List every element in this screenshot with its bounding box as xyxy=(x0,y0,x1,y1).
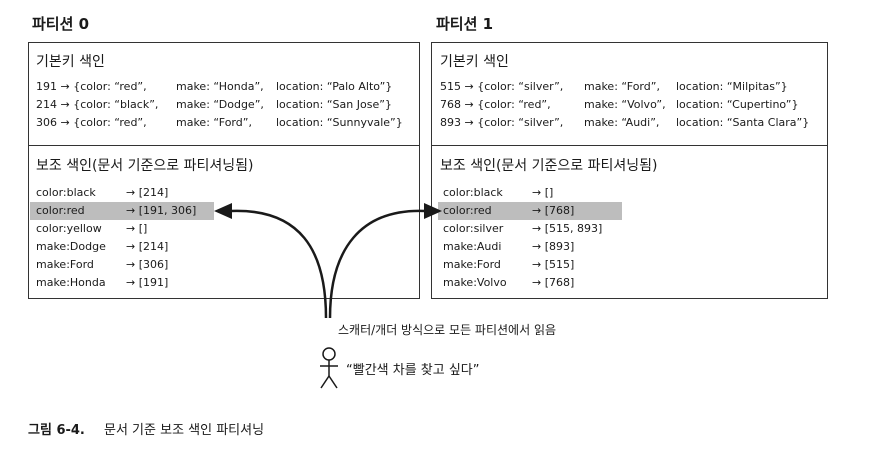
p0-highlight-color-red xyxy=(30,202,214,220)
p0-secondary-term-0: color:black xyxy=(36,186,96,199)
p0-secondary-term-3: make:Dodge xyxy=(36,240,106,253)
p1-secondary-term-1: color:red xyxy=(443,204,492,217)
p0-secondary-term-5: make:Honda xyxy=(36,276,106,289)
p1-secondary-term-4: make:Ford xyxy=(443,258,501,271)
figure-caption-text: 문서 기준 보조 색인 파티셔닝 xyxy=(104,423,265,438)
p0-secondary-term-1: color:red xyxy=(36,204,85,217)
p1-secondary-postings-3: → [893] xyxy=(532,240,575,253)
p1-primary-make-2: make: “Audi”, xyxy=(584,116,660,129)
p0-primary-make-1: make: “Dodge”, xyxy=(176,98,264,111)
partition-1-primary-title: 기본키 색인 xyxy=(440,54,509,70)
p0-primary-make-2: make: “Ford”, xyxy=(176,116,252,129)
user-figure-icon xyxy=(320,347,338,389)
partition-0-primary-title: 기본키 색인 xyxy=(36,54,105,70)
figure-caption-label: 그림 6-4. xyxy=(28,423,85,438)
p1-secondary-term-0: color:black xyxy=(443,186,503,199)
p0-secondary-term-2: color:yellow xyxy=(36,222,102,235)
p0-primary-key-0: 191 → {color: “red”, xyxy=(36,80,147,93)
partition-1-title: 파티션 1 xyxy=(436,15,494,33)
p0-primary-key-2: 306 → {color: “red”, xyxy=(36,116,147,129)
p0-primary-key-1: 214 → {color: “black”, xyxy=(36,98,159,111)
p1-highlight-color-red xyxy=(438,202,622,220)
p1-secondary-postings-1: → [768] xyxy=(532,204,575,217)
p1-primary-key-2: 893 → {color: “silver”, xyxy=(440,116,564,129)
partition-1-divider xyxy=(431,145,828,146)
p0-primary-location-0: location: “Palo Alto”} xyxy=(276,80,393,93)
partition-1-secondary-title: 보조 색인(문서 기준으로 파티셔닝됨) xyxy=(440,158,658,174)
p0-primary-make-0: make: “Honda”, xyxy=(176,80,264,93)
p0-primary-location-2: location: “Sunnyvale”} xyxy=(276,116,403,129)
partition-0-divider xyxy=(28,145,420,146)
p1-primary-key-0: 515 → {color: “silver”, xyxy=(440,80,564,93)
p0-secondary-postings-0: → [214] xyxy=(126,186,169,199)
p1-secondary-term-2: color:silver xyxy=(443,222,504,235)
p1-primary-key-1: 768 → {color: “red”, xyxy=(440,98,551,111)
scatter-gather-label: 스캐터/개더 방식으로 모든 파티션에서 읽음 xyxy=(338,323,557,337)
partition-0-secondary-title: 보조 색인(문서 기준으로 파티셔닝됨) xyxy=(36,158,254,174)
p1-secondary-postings-0: → [] xyxy=(532,186,554,199)
p0-secondary-postings-2: → [] xyxy=(126,222,148,235)
p1-secondary-postings-4: → [515] xyxy=(532,258,575,271)
p1-primary-make-0: make: “Ford”, xyxy=(584,80,660,93)
partition-0-title: 파티션 0 xyxy=(32,15,90,33)
user-query-text: “빨간색 차를 찾고 싶다” xyxy=(346,363,480,378)
p0-secondary-postings-3: → [214] xyxy=(126,240,169,253)
p1-primary-location-2: location: “Santa Clara”} xyxy=(676,116,810,129)
p1-secondary-postings-5: → [768] xyxy=(532,276,575,289)
p1-primary-location-0: location: “Milpitas”} xyxy=(676,80,788,93)
p1-secondary-term-5: make:Volvo xyxy=(443,276,507,289)
p0-secondary-postings-1: → [191, 306] xyxy=(126,204,197,217)
partition-0-box xyxy=(28,42,420,299)
p1-secondary-postings-2: → [515, 893] xyxy=(532,222,603,235)
p0-secondary-postings-5: → [191] xyxy=(126,276,169,289)
partition-1-box xyxy=(431,42,828,299)
p0-secondary-postings-4: → [306] xyxy=(126,258,169,271)
p1-secondary-term-3: make:Audi xyxy=(443,240,502,253)
p0-secondary-term-4: make:Ford xyxy=(36,258,94,271)
p0-primary-location-1: location: “San Jose”} xyxy=(276,98,392,111)
p1-primary-location-1: location: “Cupertino”} xyxy=(676,98,799,111)
p1-primary-make-1: make: “Volvo”, xyxy=(584,98,666,111)
